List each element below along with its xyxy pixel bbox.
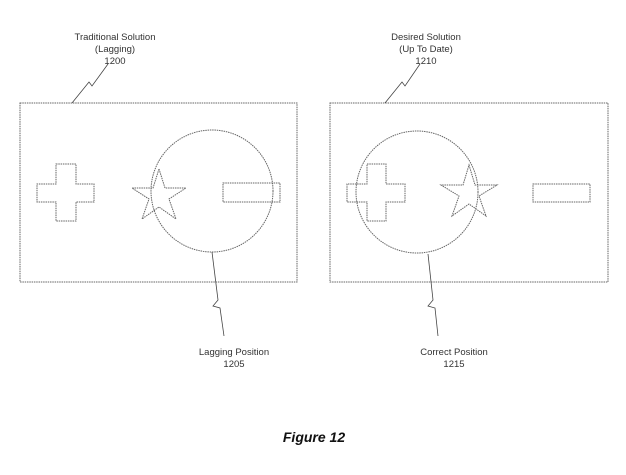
lagging-position-ref: 1205 <box>223 359 245 370</box>
left-panel-subtitle: (Lagging) <box>94 44 136 55</box>
leader-line-1205 <box>211 251 225 337</box>
left-screen-frame <box>19 102 298 283</box>
left-panel-label: Traditional Solution (Lagging) 1200 <box>35 32 195 68</box>
left-cross-shape <box>36 163 95 222</box>
right-panel-subtitle: (Up To Date) <box>399 44 453 55</box>
left-star-shape <box>130 167 188 221</box>
lagging-position-label: Lagging Position 1205 <box>154 347 314 371</box>
right-cross-shape <box>346 163 406 222</box>
lagging-position-text: Lagging Position <box>198 347 270 358</box>
figure-caption: Figure 12 <box>282 429 346 445</box>
leader-line-1200 <box>71 63 109 104</box>
correct-position-text: Correct Position <box>420 347 488 358</box>
right-dash-shape <box>532 183 591 203</box>
right-star-shape <box>439 163 499 218</box>
correct-position-label: Correct Position 1215 <box>374 347 534 371</box>
right-panel-ref: 1210 <box>415 56 437 67</box>
right-panel-label: Desired Solution (Up To Date) 1210 <box>346 32 506 68</box>
left-dash-shape <box>222 182 281 203</box>
left-panel-ref: 1200 <box>104 56 126 67</box>
right-correct-circle <box>355 130 479 254</box>
right-panel-title: Desired Solution <box>391 32 461 43</box>
leader-line-1210 <box>384 63 421 104</box>
correct-position-ref: 1215 <box>443 359 465 370</box>
leader-line-1215 <box>427 253 439 337</box>
left-panel-title: Traditional Solution <box>74 32 156 43</box>
left-lagging-circle <box>150 129 274 253</box>
right-screen-frame <box>329 102 609 283</box>
